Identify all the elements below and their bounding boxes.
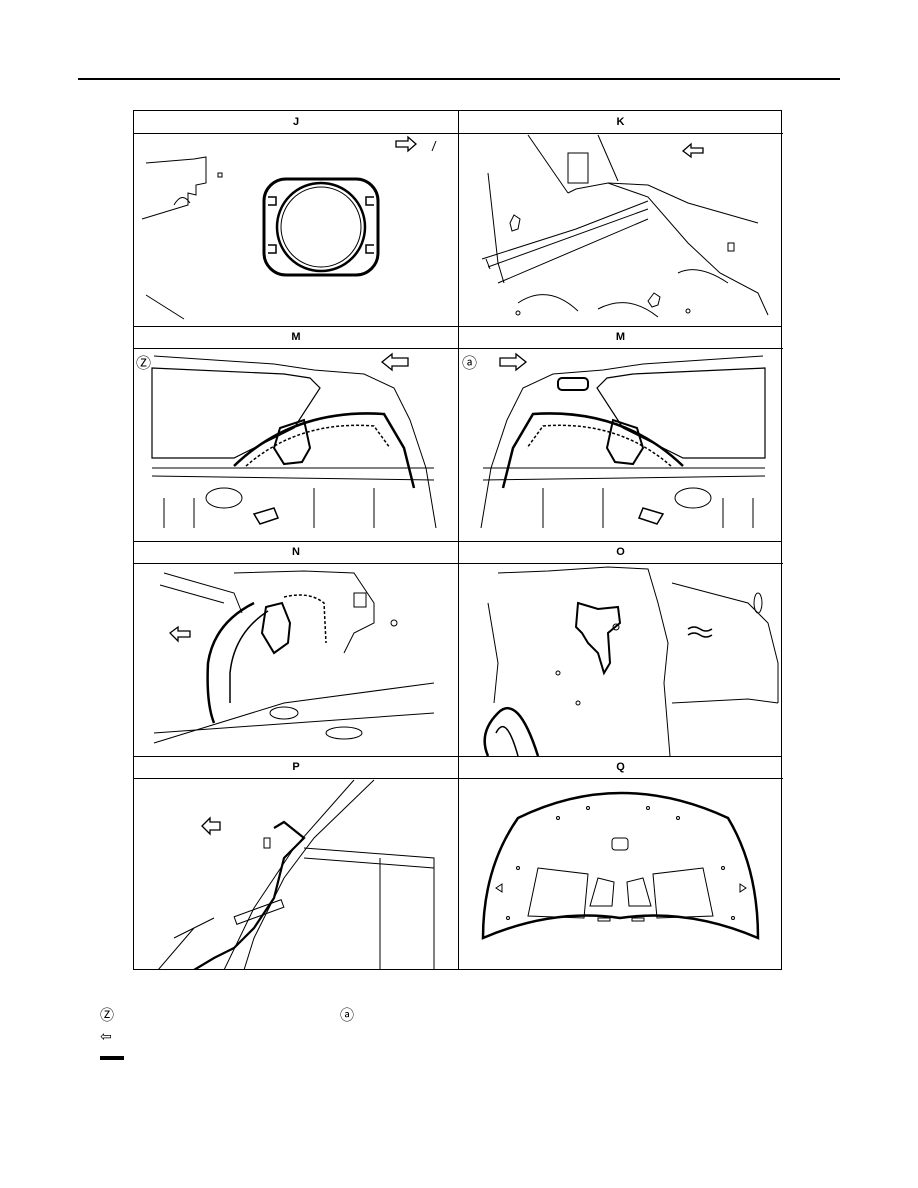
panel-k: K <box>458 111 783 326</box>
panel-m-left-badge: Ⓩ <box>136 354 151 372</box>
legend-z-symbol: Ⓩ <box>100 1008 114 1024</box>
panel-o-label: O <box>458 541 783 564</box>
panel-m-right-badge: ⓐ <box>462 354 477 372</box>
panel-m-right-drawing: ⓐ <box>458 348 783 541</box>
panel-n-drawing <box>134 563 458 756</box>
panel-o-drawing <box>458 563 783 756</box>
panel-m-right: M ⓐ <box>458 326 783 541</box>
diagram-grid: J K <box>133 110 783 970</box>
panel-m-left-drawing: Ⓩ <box>134 348 458 541</box>
legend: Ⓩ ⓐ ⇦ <box>100 1005 800 1075</box>
header-rule <box>78 78 840 80</box>
grid-divider-row2 <box>134 541 781 542</box>
panel-k-label: K <box>458 111 783 134</box>
panel-n: N <box>134 541 458 756</box>
panel-o: O <box>458 541 783 756</box>
panel-n-label: N <box>134 541 458 564</box>
grid-divider-row3 <box>134 756 781 757</box>
legend-thick-line <box>100 1056 124 1060</box>
panel-k-drawing <box>458 133 783 326</box>
panel-q-drawing <box>458 778 783 970</box>
panel-p-label: P <box>134 756 458 779</box>
grid-divider-vertical <box>458 111 459 969</box>
panel-j: J <box>134 111 458 326</box>
panel-p: P <box>134 756 458 970</box>
panel-q: Q <box>458 756 783 970</box>
panel-j-label: J <box>134 111 458 134</box>
legend-a-symbol: ⓐ <box>340 1008 354 1024</box>
panel-q-label: Q <box>458 756 783 779</box>
panel-j-drawing <box>134 133 458 326</box>
panel-m-left: M Ⓩ <box>134 326 458 541</box>
panel-m-left-label: M <box>134 326 458 349</box>
panel-m-right-label: M <box>458 326 783 349</box>
grid-divider-row1 <box>134 326 781 327</box>
legend-arrow-icon: ⇦ <box>100 1029 112 1045</box>
panel-p-drawing <box>134 778 458 970</box>
